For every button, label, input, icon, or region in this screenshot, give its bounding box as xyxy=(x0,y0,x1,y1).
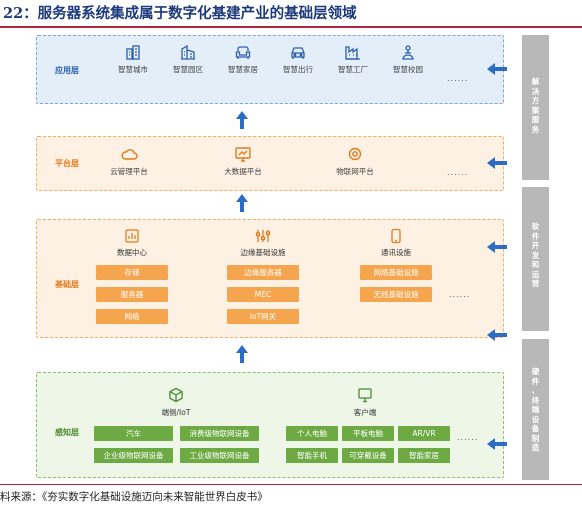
datacenter-icon xyxy=(125,229,139,243)
sensing-item-arvr: AR/VR xyxy=(398,426,450,441)
sensing-layer-label: 感知层 xyxy=(55,428,79,437)
base-item-network-infra: 网络基础设施 xyxy=(360,265,432,280)
sensing-group-iot: 端侧/IoT xyxy=(136,387,216,418)
sensing-item-enterprise-iot: 企业级物联网设备 xyxy=(94,448,173,463)
left-arrow-icon xyxy=(487,329,507,341)
side-bar-hardware: 硬件、终端设备制造 xyxy=(522,339,549,480)
platform-more: ...... xyxy=(447,168,469,177)
app-item-label: 智慧工厂 xyxy=(338,65,368,74)
base-column-header: 边缘基础设施 xyxy=(240,248,286,257)
side-bar-label: 解决方案服务 xyxy=(531,77,540,134)
platform-layer: 平台层 云管理平台 大数据平台 物联网平台 ...... xyxy=(36,136,504,191)
platform-item-bigdata: 大数据平台 xyxy=(203,146,283,177)
sensing-group-header: 客户端 xyxy=(353,408,377,417)
base-item-storage: 存储 xyxy=(96,265,168,280)
side-bar-solution-service: 解决方案服务 xyxy=(522,35,549,180)
platform-item-label: 物联网平台 xyxy=(336,167,374,176)
platform-layer-label: 平台层 xyxy=(55,159,79,168)
title-rule xyxy=(0,26,582,28)
city-icon xyxy=(126,45,140,60)
up-arrow-icon xyxy=(236,194,248,212)
iot-icon xyxy=(348,147,362,161)
sensing-item-consumer-iot: 消费级物联网设备 xyxy=(180,426,259,441)
app-item-smart-factory: 智慧工厂 xyxy=(323,44,383,75)
left-arrow-icon xyxy=(487,241,507,253)
application-layer-label: 应用层 xyxy=(55,66,79,75)
sensing-item-tablet: 平板电脑 xyxy=(342,426,394,441)
base-layer: 基础层 数据中心 存储 服务器 网络 边缘基础设施 边缘服务器 MEC IoT网… xyxy=(36,219,504,338)
factory-icon xyxy=(345,46,360,60)
platform-item-cloud: 云管理平台 xyxy=(89,146,169,177)
sensing-item-pc: 个人电脑 xyxy=(286,426,338,441)
base-item-wireless-infra: 无线基础设施 xyxy=(360,287,432,302)
car-icon xyxy=(291,47,305,59)
left-arrow-icon xyxy=(487,63,507,75)
edge-icon xyxy=(255,230,271,242)
sofa-icon xyxy=(235,46,251,59)
platform-item-label: 大数据平台 xyxy=(224,167,262,176)
cube-icon xyxy=(169,387,183,403)
sensing-item-smartphone: 智能手机 xyxy=(286,448,338,463)
base-item-mec: MEC xyxy=(227,287,299,302)
cloud-icon xyxy=(121,149,138,160)
app-item-label: 智慧园区 xyxy=(173,65,203,74)
app-item-smart-city: 智慧城市 xyxy=(103,44,163,75)
app-item-smart-home: 智慧家居 xyxy=(213,44,273,75)
sensing-item-smart-home: 智能家居 xyxy=(398,448,450,463)
left-arrow-icon xyxy=(487,438,507,450)
base-layer-label: 基础层 xyxy=(55,280,79,289)
side-bar-label: 硬件、终端设备制造 xyxy=(531,367,540,452)
base-item-iot-gateway: IoT网关 xyxy=(227,309,299,324)
base-item-server: 服务器 xyxy=(96,287,168,302)
base-more: ...... xyxy=(449,290,471,299)
chart-monitor-icon xyxy=(235,147,251,162)
campus-icon xyxy=(402,45,414,60)
app-item-label: 智慧出行 xyxy=(283,65,313,74)
page-title: 22：服务器系统集成属于数字化基建产业的基础层领域 xyxy=(3,5,357,22)
app-item-label: 智慧校园 xyxy=(393,65,423,74)
sensing-group-header: 端侧/IoT xyxy=(161,408,191,417)
up-arrow-icon xyxy=(236,111,248,129)
base-item-network: 网络 xyxy=(96,309,168,324)
up-arrow-icon xyxy=(236,345,248,363)
side-bar-software: 软件开发和运营 xyxy=(522,187,549,331)
base-column-edge: 边缘基础设施 xyxy=(227,228,299,258)
app-item-label: 智慧城市 xyxy=(118,65,148,74)
application-layer: 应用层 智慧城市 智慧园区 智慧家居 智慧出行 智慧工厂 智慧校园 . xyxy=(36,35,504,104)
sensing-item-industrial-iot: 工业级物联网设备 xyxy=(180,448,259,463)
source-note: 料来源：《夯实数字化基础设施迈向未来智能世界白皮书》 xyxy=(0,491,268,503)
app-item-label: 智慧家居 xyxy=(228,65,258,74)
platform-item-label: 云管理平台 xyxy=(110,167,148,176)
app-item-smart-campus: 智慧校园 xyxy=(378,44,438,75)
base-column-header: 通讯设施 xyxy=(381,248,411,257)
base-column-header: 数据中心 xyxy=(117,248,147,257)
app-item-smart-park: 智慧园区 xyxy=(158,44,218,75)
base-column-datacenter: 数据中心 xyxy=(96,228,168,258)
side-bar-label: 软件开发和运营 xyxy=(531,222,540,288)
sensing-group-client: 客户端 xyxy=(325,387,405,418)
application-more: ...... xyxy=(447,74,469,83)
left-arrow-icon xyxy=(487,157,507,169)
sensing-layer: 感知层 端侧/IoT 汽车 消费级物联网设备 企业级物联网设备 工业级物联网设备… xyxy=(36,372,504,478)
phone-icon xyxy=(391,228,401,244)
app-item-smart-travel: 智慧出行 xyxy=(268,44,328,75)
platform-item-iot: 物联网平台 xyxy=(315,146,395,177)
footer-rule xyxy=(0,484,582,485)
sensing-item-car: 汽车 xyxy=(94,426,173,441)
park-icon xyxy=(181,44,195,60)
monitor-icon xyxy=(358,388,372,403)
base-column-comm: 通讯设施 xyxy=(360,228,432,258)
sensing-more: ...... xyxy=(457,433,479,442)
sensing-item-wearable: 可穿戴设备 xyxy=(342,448,394,463)
base-item-edge-server: 边缘服务器 xyxy=(227,265,299,280)
